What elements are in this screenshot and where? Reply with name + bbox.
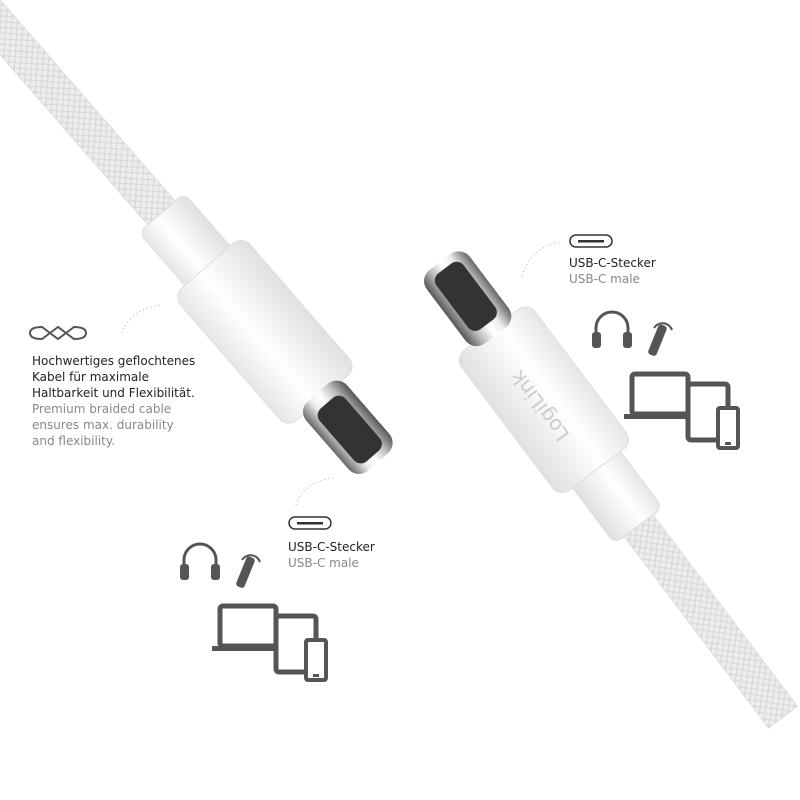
infinity-braid-icon (28, 325, 88, 341)
braided-cable-right (611, 498, 799, 729)
usb-c-connector-right: LogiLink (424, 251, 799, 729)
feature-title-de: Hochwertiges geflochtenes Kabel für maxi… (32, 354, 196, 400)
smartphone-icon (716, 406, 740, 450)
headphones-icon (592, 310, 632, 348)
usb-c-connector-left (0, 0, 393, 474)
braided-cable-left (0, 0, 189, 241)
feature-title-en: Premium braided cable ensures max. durab… (32, 402, 174, 448)
usb-c-port-icon (569, 234, 613, 248)
leader-line (295, 477, 334, 506)
connector-label-top: USB-C-Stecker USB-C male (569, 256, 656, 286)
bluetooth-headset-icon (648, 322, 673, 356)
smartphone-icon (304, 638, 328, 682)
bluetooth-headset-icon (236, 554, 261, 588)
laptop-icon (624, 371, 696, 419)
leader-line (521, 241, 561, 277)
connector-label-bottom: USB-C-Stecker USB-C male (288, 540, 375, 570)
device-icons-top (592, 310, 740, 450)
leader-line (121, 304, 161, 334)
device-icons-bottom (180, 542, 328, 682)
feature-description: Hochwertiges geflochtenes Kabel für maxi… (32, 353, 195, 449)
headphones-icon (180, 542, 220, 580)
laptop-icon (212, 603, 284, 651)
usb-c-port-icon (288, 516, 332, 530)
